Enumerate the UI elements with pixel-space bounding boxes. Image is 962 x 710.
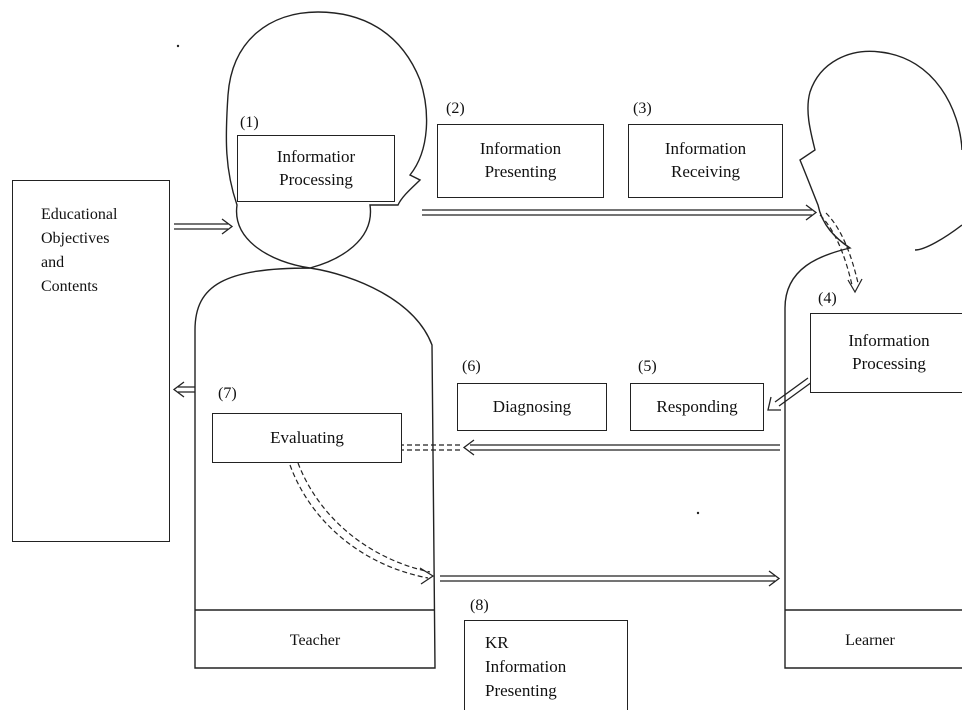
step-number-7: (7) [218, 385, 237, 402]
step-number-4: (4) [818, 290, 837, 307]
step-number-1: (1) [240, 114, 259, 131]
diagnosing-box: Diagnosing [457, 383, 607, 431]
diagnosing-to-evaluating-dashed [402, 444, 460, 451]
step-number-5: (5) [638, 358, 657, 375]
educational-objectives-box: Educational Objectives and Contents [12, 180, 170, 542]
learner-silhouette [784, 50, 962, 669]
learner-label: Learner [845, 632, 895, 649]
information-presenting-box: Information Presenting [437, 124, 604, 198]
receiving-to-processing-dashed-arrow [819, 212, 863, 294]
teacher-silhouette [194, 11, 436, 669]
step-number-8: (8) [470, 597, 489, 614]
presenting-flow-arrow [422, 204, 818, 221]
responding-box: Responding [630, 383, 764, 431]
information-processing-learner-box: Information Processing [810, 313, 962, 393]
evaluating-box: Evaluating [212, 413, 402, 463]
kr-to-learner-arrow [440, 570, 781, 587]
evaluating-to-kr-dashed-arrow [289, 462, 435, 585]
speck [176, 44, 180, 48]
response-return-arrow [462, 439, 780, 456]
information-processing-teacher-box: Informatior Processing [237, 135, 395, 202]
kr-information-presenting-box: KR Information Presenting [464, 620, 628, 710]
speck [696, 511, 700, 515]
step-number-2: (2) [446, 100, 465, 117]
objectives-to-teacher-arrow [174, 218, 234, 235]
step-number-6: (6) [462, 358, 481, 375]
learner-shoulder [914, 224, 962, 251]
processing-to-responding-arrow [767, 377, 813, 411]
information-receiving-box: Information Receiving [628, 124, 783, 198]
teacher-label: Teacher [289, 632, 341, 649]
teacher-to-objectives-arrow [172, 381, 195, 398]
step-number-3: (3) [633, 100, 652, 117]
